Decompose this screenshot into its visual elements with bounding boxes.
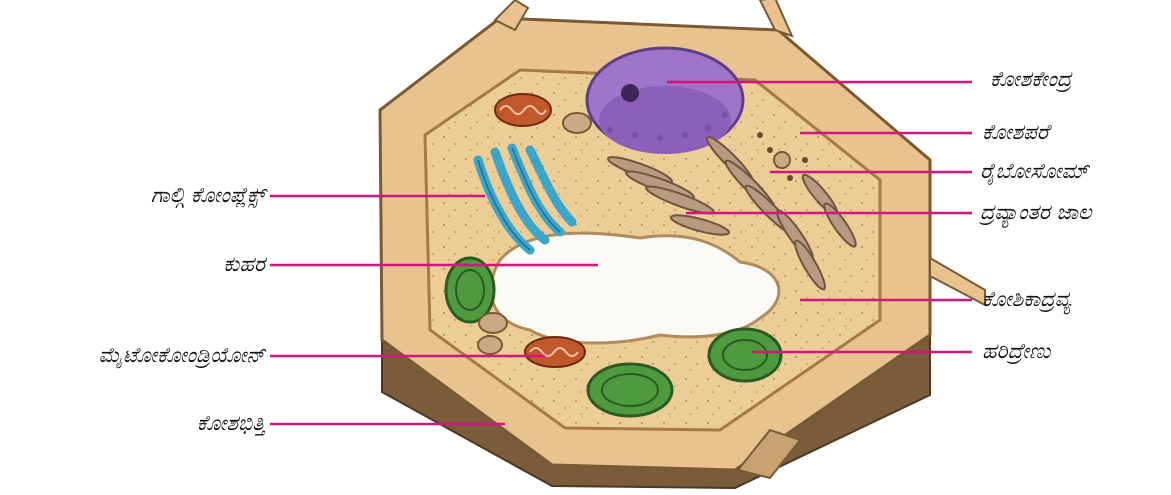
mitochondrion — [495, 94, 551, 126]
mitochondrion — [525, 337, 585, 367]
label-mitochondrion: ಮೈಟೋಕೋಂಡ್ರಿಯೋನ್ — [99, 343, 265, 368]
label-golgi-complex: ಗಾಲ್ಗಿ ಕೋಂಪ್ಲೆಕ್ಸ್ — [151, 183, 265, 208]
chloroplast — [588, 364, 672, 416]
chloroplast — [446, 258, 494, 322]
wall-junction — [930, 258, 985, 305]
label-er: ದ್ರವ್ಯಾಂತರ ಜಾಲ — [980, 200, 1092, 225]
label-chloroplast: ಹರಿದ್ರೇಣು — [982, 339, 1051, 364]
label-cytoplasm: ಕೋಶಿಕಾದ್ರವ್ಯ — [982, 287, 1071, 312]
label-nucleus: ಕೋಶಕೇಂದ್ರ — [990, 67, 1071, 92]
label-cell-membrane: ಕೋಶಪರೆ — [982, 120, 1049, 145]
chloroplast — [709, 329, 781, 381]
label-ribosome: ರೈಬೋಸೋಮ್ — [980, 159, 1088, 184]
label-cell-wall: ಕೋಶಭಿತ್ತಿ — [197, 411, 265, 436]
label-vacuole: ಕುಹರ — [223, 252, 265, 277]
